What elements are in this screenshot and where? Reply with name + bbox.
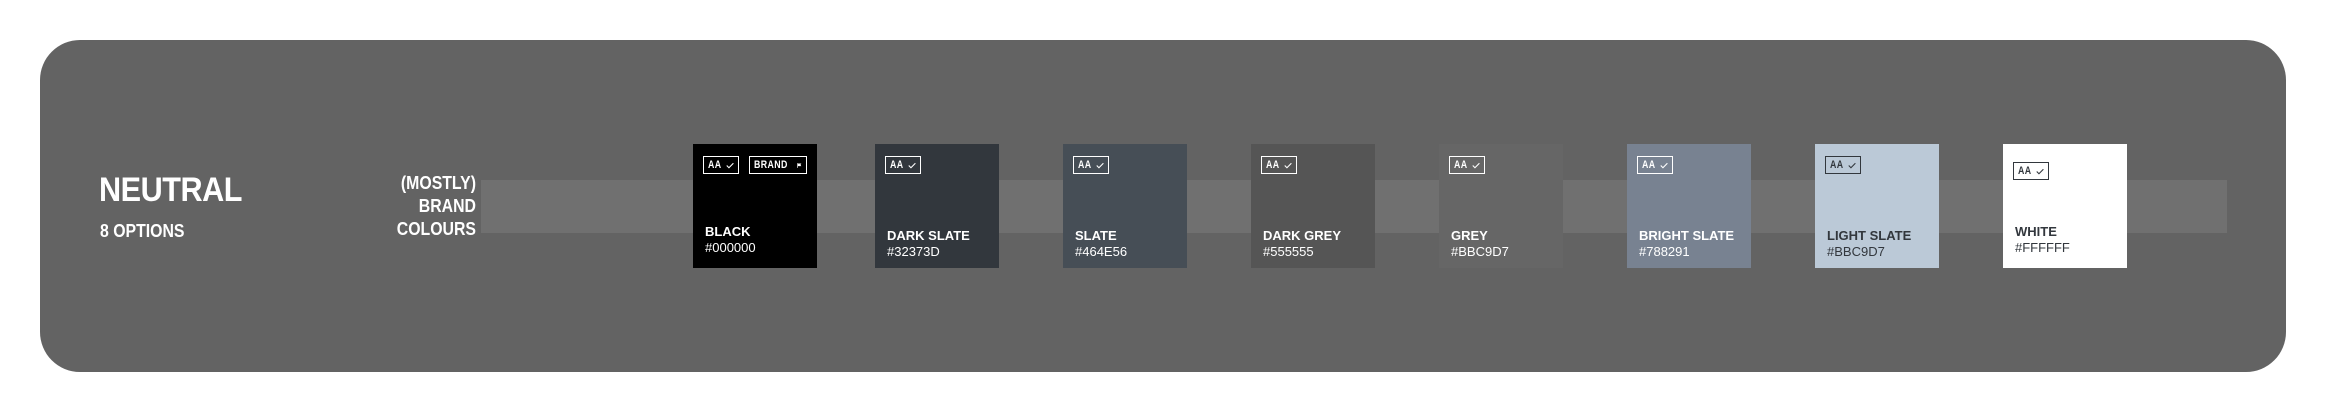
checkmark-icon <box>908 162 916 168</box>
checkmark-icon <box>1096 162 1104 168</box>
aa-badge: AA <box>1637 156 1673 174</box>
swatch-hex: #FFFFFF <box>2015 240 2070 255</box>
checkmark-icon <box>1660 162 1668 168</box>
swatch-hex: #BBC9D7 <box>1451 244 1509 259</box>
brand-colours-label: (MOSTLY) BRAND COLOURS <box>397 172 476 241</box>
aa-badge: AA <box>885 156 921 174</box>
swatch-hex: #000000 <box>705 240 756 255</box>
aa-badge: AA <box>1825 156 1861 174</box>
checkmark-icon <box>1472 162 1480 168</box>
brand-label-line: (MOSTLY) <box>400 173 476 193</box>
swatch-badges: AA <box>1261 156 1297 174</box>
swatch-name: WHITE <box>2015 224 2057 239</box>
swatch-dark-grey[interactable]: AA DARK GREY #555555 <box>1251 144 1375 268</box>
swatch-hex: #788291 <box>1639 244 1690 259</box>
swatch-hex: #BBC9D7 <box>1827 244 1885 259</box>
swatch-grey[interactable]: AA GREY #BBC9D7 <box>1439 144 1563 268</box>
swatch-black[interactable]: AA BRAND BLACK #000000 <box>693 144 817 268</box>
swatch-name: DARK SLATE <box>887 228 970 243</box>
brand-badge: BRAND <box>749 156 807 174</box>
swatch-white[interactable]: AA WHITE #FFFFFF <box>2003 144 2127 268</box>
checkmark-icon <box>726 162 734 168</box>
brand-label-line: BRAND <box>418 196 476 216</box>
aa-badge: AA <box>703 156 739 174</box>
swatch-hex: #555555 <box>1263 244 1314 259</box>
section-title: NEUTRAL <box>99 171 243 209</box>
checkmark-icon <box>1284 162 1292 168</box>
swatch-slate[interactable]: AA SLATE #464E56 <box>1063 144 1187 268</box>
swatch-light-slate[interactable]: AA LIGHT SLATE #BBC9D7 <box>1815 144 1939 268</box>
options-count: 8 OPTIONS <box>100 221 185 241</box>
swatch-name: SLATE <box>1075 228 1117 243</box>
swatch-name: BRIGHT SLATE <box>1639 228 1735 243</box>
swatch-badges: AA <box>1073 156 1109 174</box>
swatch-badges: AA <box>2013 162 2049 180</box>
swatch-name: GREY <box>1451 228 1488 243</box>
swatch-name: LIGHT SLATE <box>1827 228 1912 243</box>
swatch-badges: AA <box>1449 156 1485 174</box>
checkmark-icon <box>1848 162 1856 168</box>
swatch-badges: AA <box>1825 156 1861 174</box>
swatch-name: DARK GREY <box>1263 228 1342 243</box>
swatch-badges: AA BRAND <box>703 156 807 174</box>
swatch-badges: AA <box>885 156 921 174</box>
aa-badge: AA <box>1449 156 1485 174</box>
checkmark-icon <box>2036 168 2044 174</box>
swatch-bright-slate[interactable]: AA BRIGHT SLATE #788291 <box>1627 144 1751 268</box>
aa-badge: AA <box>2013 162 2049 180</box>
swatch-badges: AA <box>1637 156 1673 174</box>
brand-label-line: COLOURS <box>396 219 476 239</box>
flag-icon <box>797 162 802 168</box>
swatch-name: BLACK <box>705 224 751 239</box>
swatch-dark-slate[interactable]: AA DARK SLATE #32373D <box>875 144 999 268</box>
aa-badge: AA <box>1073 156 1109 174</box>
swatch-hex: #32373D <box>887 244 940 259</box>
aa-badge: AA <box>1261 156 1297 174</box>
swatch-hex: #464E56 <box>1075 244 1128 259</box>
